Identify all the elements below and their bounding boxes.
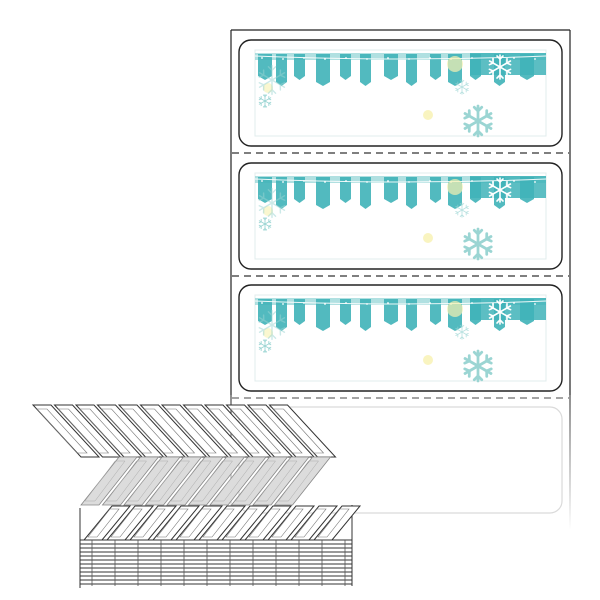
fan-fold-cell	[82, 505, 132, 541]
fan-fold-cell	[230, 456, 289, 506]
fan-fold-cell	[128, 505, 178, 541]
printed-label	[238, 39, 563, 147]
light-spot	[423, 233, 433, 243]
fan-fold-cell	[266, 505, 316, 541]
light-spot	[423, 355, 433, 365]
fan-fold-cell	[123, 456, 181, 506]
light-spot	[447, 179, 463, 195]
fan-fold-cell	[273, 456, 332, 506]
printed-labels	[238, 39, 563, 392]
fan-fold-cell	[151, 505, 201, 541]
fan-fold-cell	[220, 505, 270, 541]
fan-fold-cell	[80, 456, 138, 506]
fan-fold-cell	[209, 456, 267, 506]
fan-fold-cell	[166, 456, 224, 506]
fan-fold-cell	[144, 456, 203, 506]
light-spot	[447, 301, 463, 317]
fan-fold-cell	[174, 505, 224, 541]
printed-label	[238, 162, 563, 270]
fan-fold-cell	[187, 456, 246, 506]
fan-fold-cell	[243, 505, 293, 541]
light-spot	[423, 110, 433, 120]
fan-fold-cell	[105, 505, 155, 541]
fan-fold-cell	[312, 505, 362, 541]
perforation-lines	[232, 152, 569, 399]
fan-fold-cell	[197, 505, 247, 541]
fan-fold-cell	[252, 456, 310, 506]
fan-fold-cell	[289, 505, 339, 541]
light-spot	[447, 56, 463, 72]
printed-label	[238, 284, 563, 392]
fan-fold-cell	[101, 456, 160, 506]
fan-fold-stack	[31, 404, 362, 588]
